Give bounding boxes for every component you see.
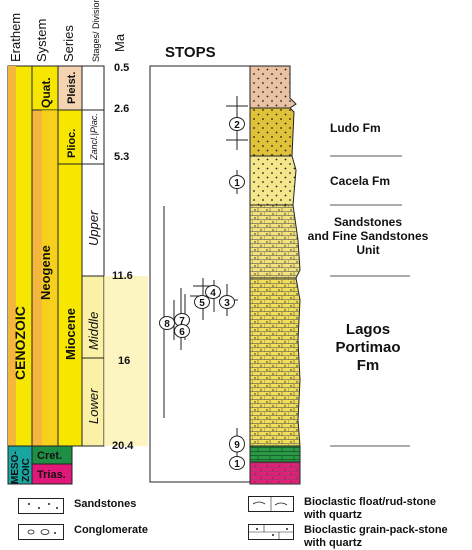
legend-bioclastic-grain-line1: Bioclastic grain-pack-stone <box>304 524 448 536</box>
miocene-band <box>57 163 83 447</box>
formation-lagos-2: Portimao <box>335 339 400 356</box>
formation-lagos-3: Fm <box>357 357 380 374</box>
stage-zanc-label: Zancl.|Piac. <box>89 113 99 161</box>
conglomerate-swatch <box>18 524 64 540</box>
mesozoic-band <box>7 445 33 485</box>
formation-ludo: Ludo Fm <box>330 121 381 135</box>
legend-sandstones-label: Sandstones <box>74 498 137 510</box>
stop-8: 8 <box>159 316 175 330</box>
ma-tick-0.5: 0.5 <box>114 62 129 74</box>
ma-tick-5.3: 5.3 <box>114 151 129 163</box>
neogene-inner <box>42 110 58 446</box>
legend-bioclastic-float-line2: with quartz <box>304 509 363 521</box>
stop-3: 3 <box>219 295 235 309</box>
stops-title: STOPS <box>165 44 216 61</box>
svg-text:9: 9 <box>234 440 240 451</box>
formation-boundaries <box>330 155 410 447</box>
stop-markers: 2 1 4 5 3 8 7 6 9 1 <box>159 117 245 470</box>
ma-tick-20.4: 20.4 <box>112 440 134 452</box>
stop-1-upper: 1 <box>229 175 245 189</box>
svg-text:4: 4 <box>210 288 216 299</box>
cret-label: Cret. <box>37 450 62 462</box>
stop-1-lower: 1 <box>229 456 245 470</box>
formation-sandstones-1: Sandstones <box>334 215 402 229</box>
bioclastic-grain-swatch <box>248 524 294 540</box>
header-erathem: Erathem <box>8 13 23 62</box>
lithologic-column <box>249 65 301 485</box>
ma-tick-11.6: 11.6 <box>112 270 133 282</box>
quat-label: Quat. <box>39 77 53 108</box>
ma-tick-16: 16 <box>118 355 130 367</box>
svg-text:3: 3 <box>224 298 230 309</box>
formation-lagos-1: Lagos <box>346 321 390 338</box>
legend-sandstones: Sandstones <box>18 498 136 514</box>
neogene-label: Neogene <box>38 245 53 300</box>
stop-9: 9 <box>229 435 245 453</box>
svg-text:8: 8 <box>164 319 170 330</box>
formation-sandstones-3: Unit <box>356 243 379 257</box>
legend-conglomerate-label: Conglomerate <box>74 524 148 536</box>
svg-text:5: 5 <box>199 298 205 309</box>
svg-text:7: 7 <box>179 316 185 327</box>
legend-conglomerate: Conglomerate <box>18 524 148 540</box>
miocene-label: Miocene <box>63 308 78 360</box>
header-stages: Stages/ Divisions <box>91 0 101 62</box>
svg-text:1: 1 <box>234 178 240 189</box>
stratigraphic-figure: Erathem System Series Stages/ Divisions … <box>7 0 429 485</box>
stage-lower-label: Lower <box>86 388 101 424</box>
svg-text:2: 2 <box>234 120 240 131</box>
mesozoic-label-1: MESO- <box>10 451 21 484</box>
svg-text:1: 1 <box>234 459 240 470</box>
pleist-label: Pleist. <box>66 72 78 104</box>
legend-bioclastic-grain-line2: with quartz <box>304 537 363 549</box>
legend: Sandstones Conglomerate Bioclastic float… <box>0 486 472 550</box>
formation-cacela: Cacela Fm <box>330 174 390 188</box>
trias-band <box>31 463 73 485</box>
mesozoic-label-2: ZOIC <box>21 458 32 482</box>
stops-box <box>149 65 251 483</box>
stage-middle-label: Middle <box>86 312 101 350</box>
formation-sandstones-2: and Fine Sandstones <box>308 229 429 243</box>
pleist-band <box>57 65 83 111</box>
stop-5: 5 <box>194 295 210 309</box>
stop-2: 2 <box>229 117 245 131</box>
stage-pleist <box>81 65 105 111</box>
header-system: System <box>34 19 49 62</box>
header-series: Series <box>61 25 76 62</box>
legend-bioclastic-float-line1: Bioclastic float/rud-stone <box>304 496 437 508</box>
cenozoic-edge <box>8 66 16 446</box>
stop-4: 4 <box>205 285 221 299</box>
trias-label: Trias. <box>37 469 66 481</box>
sandstones-swatch <box>18 498 64 514</box>
plioc-label: Plioc. <box>66 129 78 158</box>
stage-upper-label: Upper <box>86 210 101 246</box>
age-shade <box>104 276 148 446</box>
ma-tick-2.6: 2.6 <box>114 103 129 115</box>
bioclastic-float-swatch <box>248 496 294 512</box>
stop-6: 6 <box>174 324 190 338</box>
svg-text:6: 6 <box>179 327 185 338</box>
header-ma: Ma <box>112 33 127 52</box>
cenozoic-label: CENOZOIC <box>12 306 28 380</box>
